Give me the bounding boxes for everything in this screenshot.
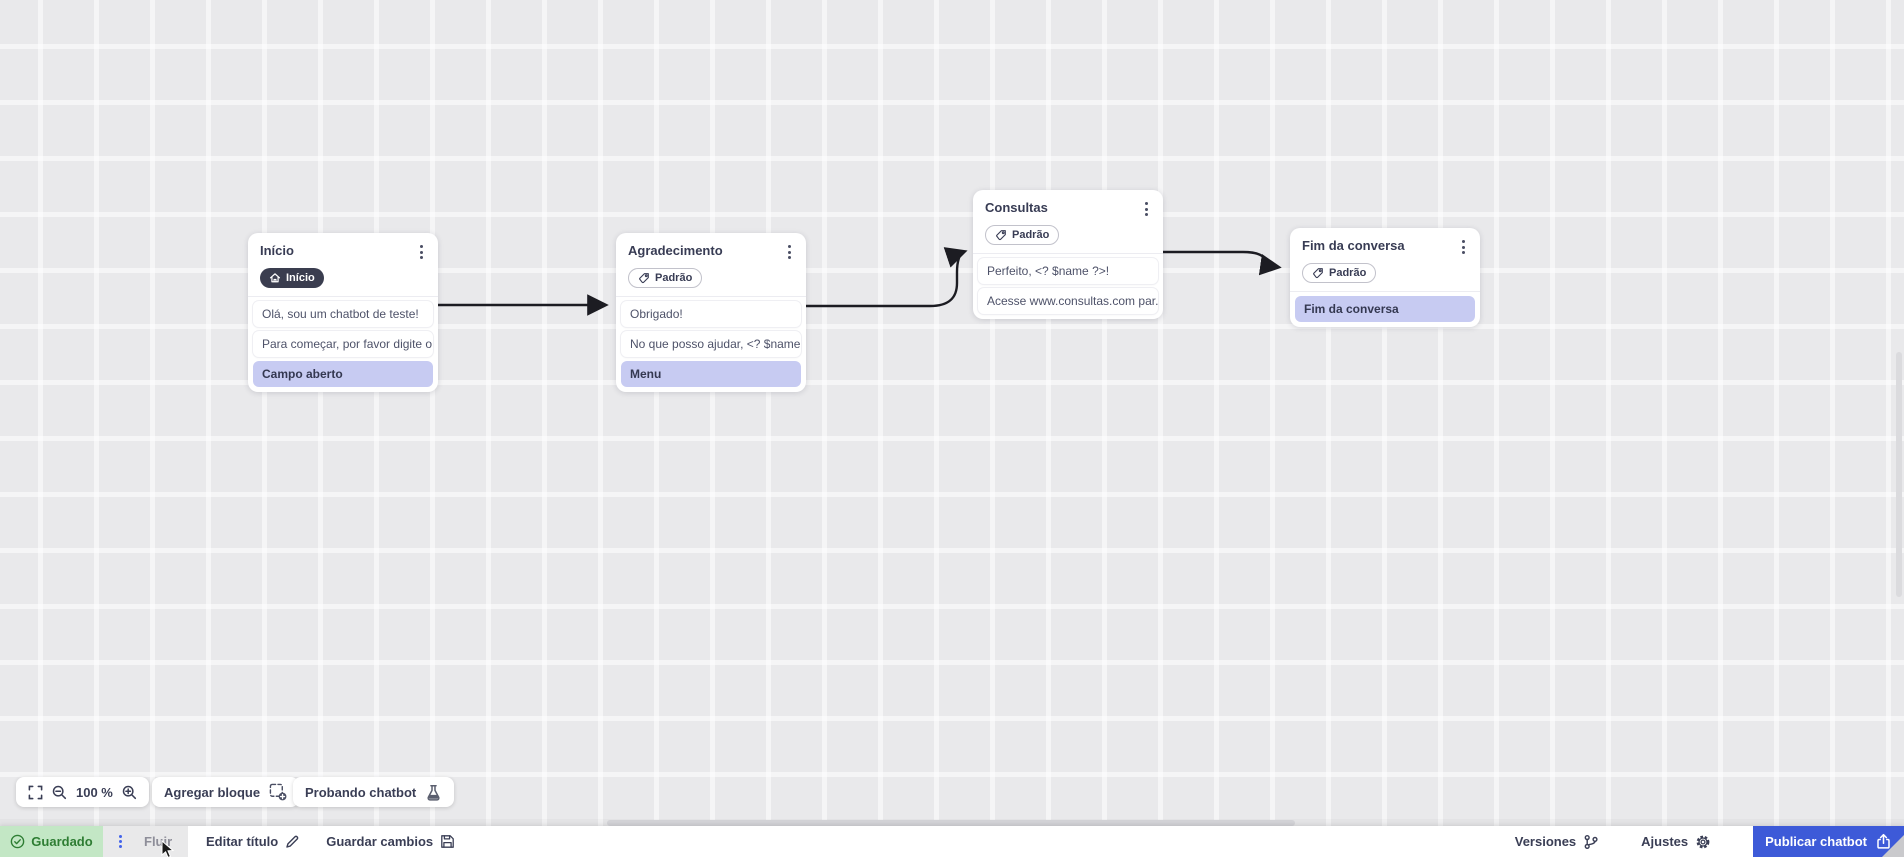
add-block-button[interactable]: Agregar bloque [152,777,300,807]
node-title: Consultas [985,200,1048,215]
horizontal-scrollbar[interactable] [607,820,1295,826]
kebab-menu-icon[interactable] [415,243,428,261]
tag-icon [996,230,1006,241]
versions-branch-icon [1584,834,1598,849]
pencil-icon [286,835,299,848]
message-row[interactable]: Obrigado! [621,301,801,327]
edit-title-button[interactable]: Editar título [206,834,300,849]
save-changes-label: Guardar cambios [326,834,434,849]
node-header: Agradecimento [616,233,806,261]
connection-arrows [436,247,1282,316]
tag-icon [1313,268,1323,279]
badge-label: Padrão [655,272,693,284]
edit-title-label: Editar título [206,834,279,849]
badge-label: Início [286,272,315,284]
flask-icon [427,784,440,801]
check-circle-icon [10,834,25,849]
message-row[interactable]: Acesse www.consultas.com par... [978,288,1158,314]
node-type-badge: Início [260,268,324,288]
node-type-badge: Padrão [628,268,703,288]
settings-label: Ajustes [1641,834,1689,849]
node-type-badge: Padrão [985,225,1060,245]
node-title: Agradecimento [628,243,723,258]
save-changes-button[interactable]: Guardar cambios [326,834,455,849]
message-row[interactable]: Para começar, por favor digite o ... [253,331,433,357]
message-row[interactable]: No que posso ajudar, <? $name ... [621,331,801,357]
add-block-label: Agregar bloque [164,784,261,800]
node-title: Fim da conversa [1302,238,1405,253]
tab-flow[interactable]: Fluir [103,826,188,857]
message-row[interactable]: Perfeito, <? $name ?>! [978,258,1158,284]
message-row[interactable]: Olá, sou um chatbot de teste! [253,301,433,327]
kebab-menu-icon[interactable] [1140,200,1153,218]
saved-status-badge: Guardado [0,826,103,857]
zoom-level: 100 % [76,784,113,800]
test-chatbot-label: Probando chatbot [305,784,417,800]
kebab-menu-icon[interactable] [1457,238,1470,256]
node-fim-da-conversa[interactable]: Fim da conversa Padrão Fim da conversa [1290,228,1480,327]
node-header: Início [248,233,438,261]
flow-tab-label: Fluir [144,834,173,849]
zoom-in-icon[interactable] [122,785,137,800]
node-header: Consultas [973,190,1163,218]
node-rows: Perfeito, <? $name ?>! Acesse www.consul… [973,253,1163,319]
gear-icon [1696,835,1710,848]
home-icon [269,273,281,283]
add-block-icon [269,783,287,801]
action-row[interactable]: Fim da conversa [1295,296,1475,322]
action-row[interactable]: Menu [621,361,801,387]
publish-label: Publicar chatbot [1765,834,1867,849]
tag-icon [639,273,649,284]
save-icon [441,835,455,848]
window-resize-corner [1882,835,1904,857]
node-rows: Olá, sou um chatbot de teste! Para começ… [248,296,438,392]
publish-chatbot-button[interactable]: Publicar chatbot [1753,826,1904,857]
flow-canvas[interactable]: Início Início Olá, sou um chatbot de tes… [0,0,1904,826]
drag-handle-icon[interactable] [114,833,127,850]
kebab-menu-icon[interactable] [783,243,796,261]
node-agradecimento[interactable]: Agradecimento Padrão Obrigado! No que po… [616,233,806,392]
test-chatbot-button[interactable]: Probando chatbot [293,777,455,807]
badge-label: Padrão [1329,267,1367,279]
node-consultas[interactable]: Consultas Padrão Perfeito, <? $name ?>! … [973,190,1163,319]
node-header: Fim da conversa [1290,228,1480,256]
saved-label: Guardado [31,834,93,849]
zoom-toolbar: 100 % [16,777,149,807]
status-bar: Guardado Fluir Editar título Guardar cam… [0,826,1904,857]
badge-label: Padrão [1012,229,1050,241]
versions-label: Versiones [1514,834,1577,849]
status-bar-right: Versiones Ajustes Publicar chatbot [1515,826,1904,857]
versions-button[interactable]: Versiones [1515,834,1599,850]
action-row[interactable]: Campo aberto [253,361,433,387]
vertical-scrollbar[interactable] [1896,352,1902,597]
node-rows: Obrigado! No que posso ajudar, <? $name … [616,296,806,392]
node-inicio[interactable]: Início Início Olá, sou um chatbot de tes… [248,233,438,392]
node-type-badge: Padrão [1302,263,1377,283]
node-title: Início [260,243,294,258]
fit-screen-icon[interactable] [28,785,43,800]
node-rows: Fim da conversa [1290,291,1480,327]
zoom-out-icon[interactable] [52,785,67,800]
settings-button[interactable]: Ajustes [1641,834,1711,850]
